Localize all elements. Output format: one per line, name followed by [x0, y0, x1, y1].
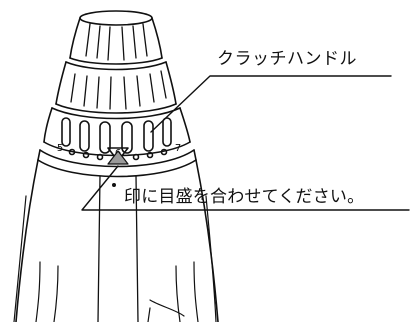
clutch-handle-label: クラッチハンドル [217, 49, 357, 69]
clutch-leader-line [150, 75, 392, 133]
scale-triangle [107, 147, 129, 162]
scale-dot [82, 151, 90, 159]
alignment-note-label: 印に目盛を合わせてください。 [124, 187, 365, 207]
scale-dot [96, 153, 104, 161]
scale-dot [160, 148, 168, 156]
alignment-marker [107, 150, 129, 165]
drill-body [13, 159, 219, 322]
scale-dot [132, 153, 140, 161]
scale-number-7: 7 [175, 143, 181, 154]
clutch-handle-ring [43, 103, 191, 154]
chuck-middle-ring [55, 57, 177, 110]
scale-number-5: 5 [57, 143, 63, 154]
scale-dot [146, 151, 154, 159]
chuck-top-ring [69, 10, 163, 61]
scale-dot [68, 148, 76, 156]
alignment-leader-line [81, 165, 410, 211]
